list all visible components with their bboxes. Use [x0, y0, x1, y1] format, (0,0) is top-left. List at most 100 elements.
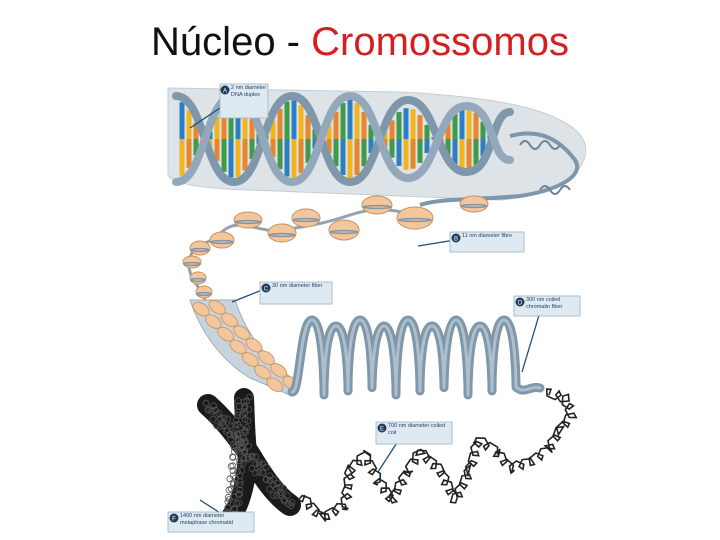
chromatin-loop [219, 419, 226, 426]
chromatin-loop [231, 474, 239, 482]
chromatin-loop [227, 485, 235, 493]
callout-a-label: 2 nm diameter DNA duplex [231, 85, 267, 98]
chromatin-loop [259, 469, 266, 476]
helix-tail [419, 131, 579, 207]
solenoid-nucleosome [245, 337, 263, 353]
solenoid-nucleosomes [192, 300, 300, 392]
chromatin-loop [227, 422, 235, 430]
chromatin-loop [241, 447, 249, 455]
chromatin-loop [252, 469, 259, 477]
chromatin-loop [269, 491, 277, 499]
chromatin-loop [235, 499, 243, 507]
chromatin-loop [230, 481, 237, 489]
chromatin-loop [248, 465, 256, 472]
chromatin-loop [276, 491, 284, 499]
chromatin-loop [241, 402, 249, 410]
solenoid-nucleosome [233, 325, 251, 340]
chromatin-loop [229, 467, 237, 475]
chromatin-loop [245, 442, 253, 450]
solenoid-nucleosome [229, 339, 247, 355]
chromatin-loop [269, 481, 277, 489]
callout-e-letter: E [380, 427, 384, 433]
chromatin-loop [234, 430, 242, 438]
callout-a-letter: A [223, 89, 227, 95]
nucleosome-wrap [210, 239, 234, 245]
chromatin-loop [234, 411, 242, 419]
callout-c-letter: C [264, 287, 269, 293]
chromatin-loop [220, 414, 228, 422]
chromatin-loop [227, 435, 235, 443]
chromatin-loop [245, 406, 253, 413]
nucleosome-wrap [183, 261, 201, 267]
chromatin-loop [266, 477, 274, 484]
callout-c: C 30 nm diameter fiber [231, 281, 333, 305]
chromatin-loop [204, 406, 212, 414]
chromatin-loop [213, 422, 220, 430]
chromatin-loop [287, 502, 295, 509]
callout-e: E 700 nm diameter coiled coil [375, 421, 453, 473]
solenoid-nucleosome [204, 314, 222, 329]
chromatin-loop [231, 421, 239, 429]
chromatin-loop [255, 461, 263, 469]
chromatin-loop [234, 408, 242, 416]
metaphase-chromosome [197, 388, 301, 525]
chromatin-loop [216, 423, 224, 430]
nucleosome-wrap [362, 204, 392, 210]
chromatin-loop [236, 486, 244, 494]
chromatin-loop [241, 405, 248, 412]
callout-f-letter: F [172, 517, 176, 523]
chromatin-loop [241, 409, 249, 417]
callout-a: A 2 nm diameter DNA duplex [189, 83, 269, 129]
chromatin-loop [248, 453, 256, 461]
chromatin-loop [223, 426, 231, 434]
chromatin-loop [252, 460, 260, 468]
chromatin-loop [229, 479, 237, 486]
chromatin-loop [244, 455, 252, 463]
solenoid-nucleosome [241, 352, 259, 367]
callout-b-letter: B [454, 237, 458, 243]
chromatin-loop [238, 466, 246, 474]
chromatin-loop [236, 491, 243, 499]
solenoid-nucleosome [254, 364, 271, 380]
chromatin-loop [230, 430, 238, 437]
nucleosome-wrap [460, 203, 488, 209]
nucleosome-beads [182, 195, 489, 299]
solenoid-nucleosome [208, 300, 226, 315]
chromatin-loop [244, 417, 252, 424]
nucleosome-wrap [268, 232, 296, 238]
chromatin-loop [232, 416, 240, 424]
title-nucleus: Núcleo - [151, 20, 312, 64]
chromatin-loop [252, 453, 259, 461]
callout-b: B 11 nm diameter fibre [417, 231, 525, 253]
chromatin-loop [227, 463, 235, 470]
chromatin-loop [266, 472, 274, 480]
chromatin-loop [234, 397, 242, 405]
chromatin-loop [273, 492, 281, 500]
chromatin-loop [280, 496, 288, 503]
callout-e-label: 700 nm diameter coiled coil [388, 423, 446, 436]
chromatin-loop [202, 399, 210, 407]
chromatin-loop [236, 478, 244, 485]
helix-backbone-1 [172, 91, 514, 187]
chromatin-loop [276, 483, 284, 491]
chromatin-loop [237, 445, 245, 453]
chromatin-loop [229, 453, 236, 461]
callout-f: F 1400 nm diameter metaphase chromatid [167, 499, 255, 533]
chromatin-loop [240, 455, 248, 463]
chromatin-loop [209, 415, 217, 423]
nucleosome-wrap [398, 217, 432, 223]
solenoid-nucleosome [192, 301, 210, 317]
chromatin-loop [239, 459, 247, 467]
chromatin-loop [241, 428, 249, 436]
chromatin-loop [280, 485, 288, 492]
nucleosome-wrap [329, 229, 359, 235]
chromatin-loop [224, 504, 232, 512]
solenoid-nucleosome [266, 377, 284, 392]
looped-chromatin-fiber-highlight [290, 318, 542, 397]
callout-d-letter: D [518, 301, 523, 307]
chromatin-loop [220, 422, 228, 429]
chromatin-loop [288, 499, 296, 506]
callout-c-label: 30 nm diameter fiber [272, 283, 323, 289]
chromatin-loop [213, 411, 221, 419]
